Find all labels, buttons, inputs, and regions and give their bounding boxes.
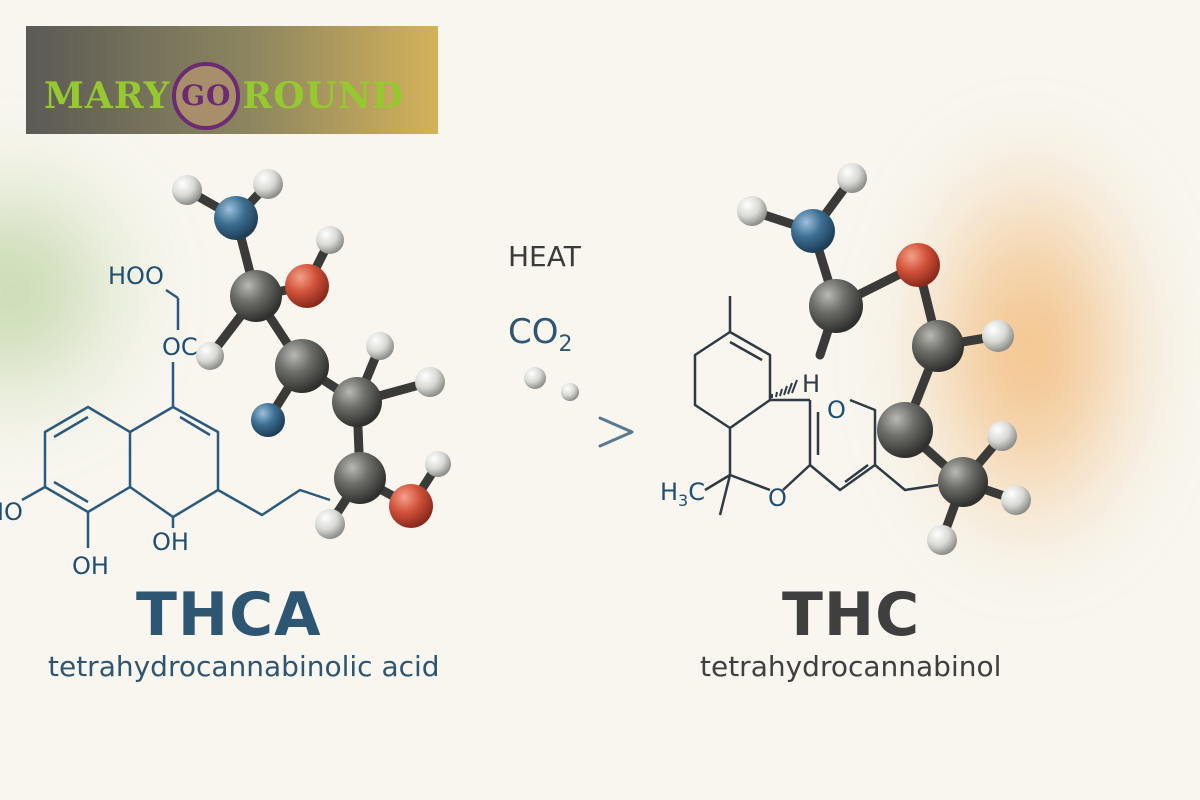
thca-title: THCA xyxy=(136,580,322,650)
thca-hydrogen-atom xyxy=(415,367,445,397)
thca-label-hoo: HOO xyxy=(108,262,164,290)
thca-subtitle: tetrahydrocannabinolic acid xyxy=(48,650,440,683)
thca-nitrogen-atom xyxy=(251,403,285,437)
thc-label-o-lower: O xyxy=(768,484,787,512)
thc-nitrogen-atom xyxy=(791,209,835,253)
thca-hydrogen-atom xyxy=(253,169,283,199)
co2-label: CO2 xyxy=(508,312,573,357)
thca-skeletal-structure xyxy=(21,288,331,548)
thc-hydrogen-atom xyxy=(1001,485,1031,515)
thc-subtitle: tetrahydrocannabinol xyxy=(700,650,1002,683)
thc-ball-stick-model xyxy=(737,163,1031,555)
thca-hydrogen-atom xyxy=(316,226,344,254)
co2-bubble xyxy=(561,383,579,401)
thca-label-oh: OH xyxy=(152,528,189,556)
thc-hydrogen-atom xyxy=(737,196,767,226)
thc-hydrogen-atom xyxy=(927,525,957,555)
thca-hydrogen-atom xyxy=(366,332,394,360)
logo-text-right: ROUND xyxy=(242,75,405,117)
thca-hydrogen-atom xyxy=(425,451,451,477)
thca-hydrogen-atom xyxy=(172,175,202,205)
thca-carbon-atom xyxy=(332,377,382,427)
thca-carbon-atom xyxy=(275,339,329,393)
thca-oxygen-atom xyxy=(285,264,329,308)
thca-hydrogen-atom xyxy=(315,509,345,539)
thca-carbon-atom xyxy=(230,270,282,322)
thca-label-oc: OC xyxy=(162,333,198,361)
thc-hydrogen-atom xyxy=(837,163,867,193)
thc-skeletal-structure xyxy=(693,296,939,516)
thc-label-h: H xyxy=(802,370,821,398)
thc-label-o-upper: O xyxy=(827,396,846,424)
thc-carbon-atom xyxy=(938,457,988,507)
thc-oxygen-atom xyxy=(896,243,940,287)
thca-hydrogen-atom xyxy=(196,342,224,370)
logo-go-emblem: GO xyxy=(172,62,241,130)
thca-label-ho: HO xyxy=(0,498,23,526)
thca-nitrogen-atom xyxy=(214,196,258,240)
thc-label-h3c: H3C xyxy=(660,478,705,510)
thc-title: THC xyxy=(782,580,921,650)
reaction-arrow xyxy=(455,416,634,448)
co2-bubble xyxy=(524,367,546,389)
thc-carbon-atom xyxy=(912,320,964,372)
thc-carbon-atom xyxy=(877,402,933,458)
thca-oxygen-atom xyxy=(389,484,433,528)
logo-text-left: MARY xyxy=(44,75,171,117)
thc-stereo-bond xyxy=(771,379,798,398)
thca-label-oh: OH xyxy=(72,552,109,580)
thc-hydrogen-atom xyxy=(987,421,1017,451)
thca-carbon-atom xyxy=(334,452,386,504)
thc-hydrogen-atom xyxy=(982,320,1014,352)
heat-label: HEAT xyxy=(508,240,581,273)
thca-ball-stick-model xyxy=(172,169,451,539)
thc-carbon-atom xyxy=(809,279,863,333)
